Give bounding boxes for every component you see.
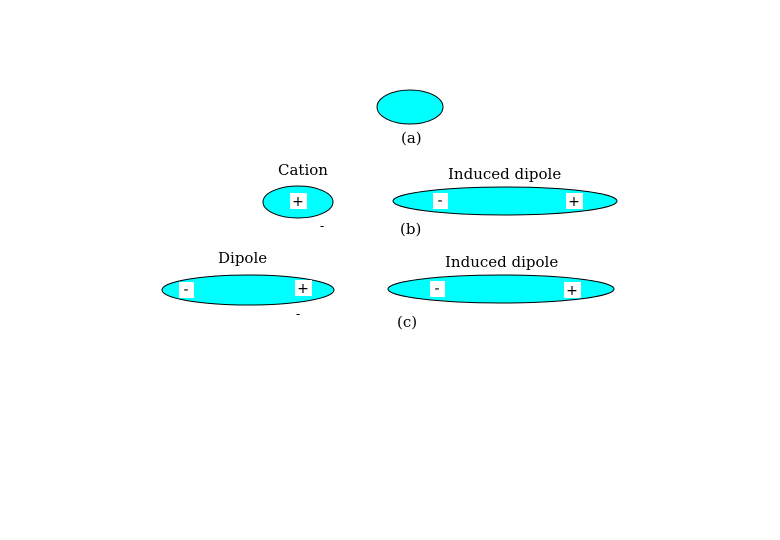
- cation-title: Cation: [278, 161, 328, 179]
- induced-dipole-title-c: Induced dipole: [445, 253, 558, 271]
- panel-b-label: (b): [400, 220, 421, 238]
- induced-pos-box-b: [566, 193, 583, 209]
- neutral-atom-shape: [376, 89, 444, 125]
- induced-dipole-b: [392, 186, 618, 216]
- cation-sign-box: [290, 193, 307, 209]
- induced-neg-box-c: [430, 281, 445, 297]
- stray-mark-c: -: [296, 307, 300, 321]
- dipole-pos-box: [295, 280, 312, 296]
- cation-sign: +: [292, 194, 304, 210]
- permanent-dipole: [161, 274, 335, 306]
- induced-pos-sign-c: +: [566, 283, 578, 299]
- dipole-pos-sign: +: [297, 281, 309, 297]
- induced-neg-box-b: [433, 193, 448, 209]
- induced-pos-sign-b: +: [568, 194, 580, 210]
- induced-neg-sign-b: -: [437, 193, 442, 209]
- stray-mark-b: -: [320, 219, 324, 233]
- induced-neg-sign-c: -: [434, 281, 439, 297]
- dipole-title: Dipole: [218, 249, 267, 267]
- induced-dipole-title-b: Induced dipole: [448, 165, 561, 183]
- induced-pos-box-c: [564, 282, 581, 298]
- panel-a-label: (a): [401, 129, 422, 147]
- dipole-neg-box: [179, 282, 194, 298]
- panel-c-label: (c): [397, 313, 417, 331]
- dipole-neg-sign: -: [183, 282, 188, 298]
